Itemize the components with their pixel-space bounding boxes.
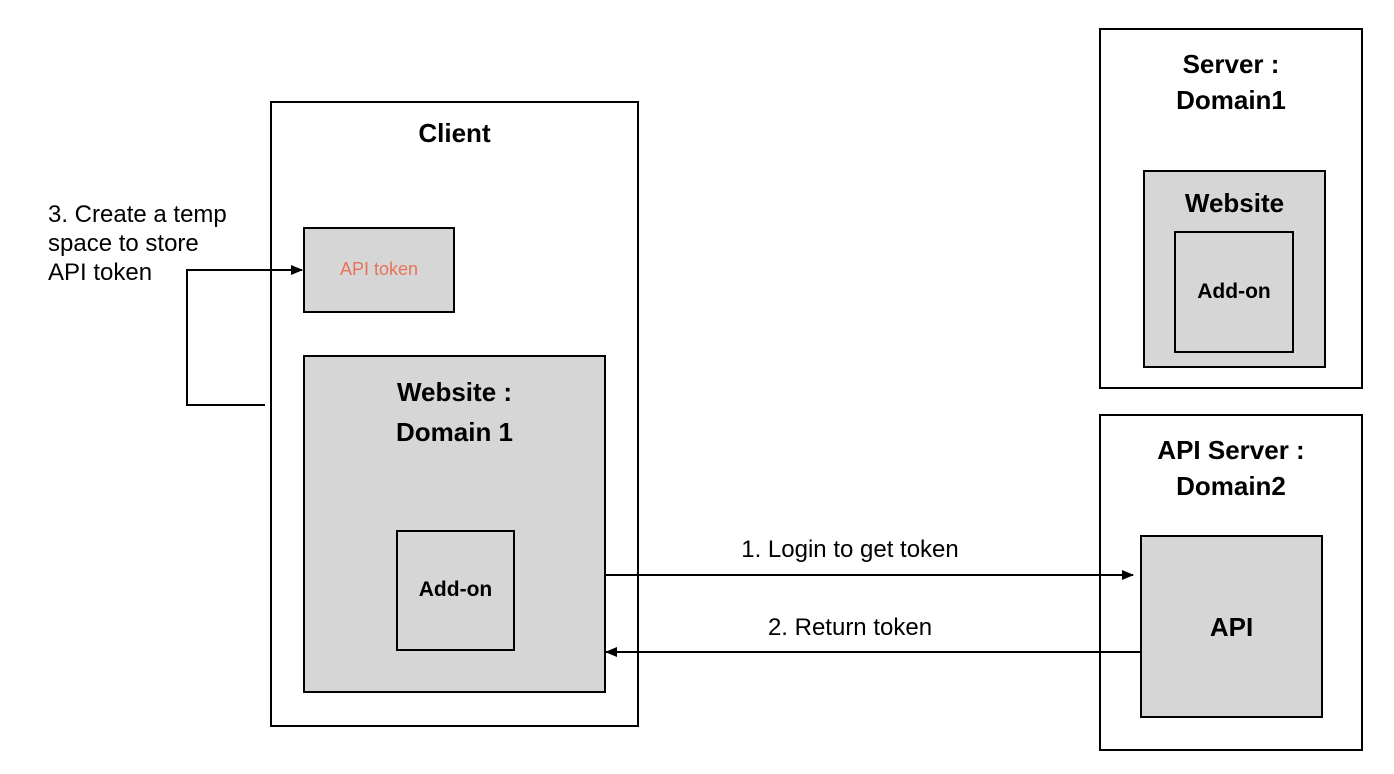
api-server-title: API Server : Domain2 bbox=[1157, 435, 1305, 501]
api-label: API bbox=[1209, 612, 1254, 642]
step2-label: 2. Return token bbox=[767, 614, 933, 641]
client-title: Client bbox=[418, 118, 491, 148]
step1-label: 1. Login to get token bbox=[741, 536, 959, 563]
client-addon-box bbox=[396, 530, 515, 651]
server-addon-box bbox=[1174, 231, 1294, 353]
api-box bbox=[1140, 535, 1323, 718]
api-token-label: API token bbox=[339, 259, 419, 279]
client-addon-label: Add-on bbox=[418, 578, 493, 601]
server-addon-label: Add-on bbox=[1197, 280, 1271, 303]
step3-label: 3. Create a temp space to store API toke… bbox=[48, 201, 227, 286]
server-website-title: Website bbox=[1184, 188, 1285, 218]
api-token-box bbox=[303, 227, 455, 313]
client-website-title: Website : Domain 1 bbox=[395, 377, 514, 447]
store-token-arrow bbox=[186, 265, 303, 406]
server-title: Server : Domain1 bbox=[1176, 49, 1286, 115]
